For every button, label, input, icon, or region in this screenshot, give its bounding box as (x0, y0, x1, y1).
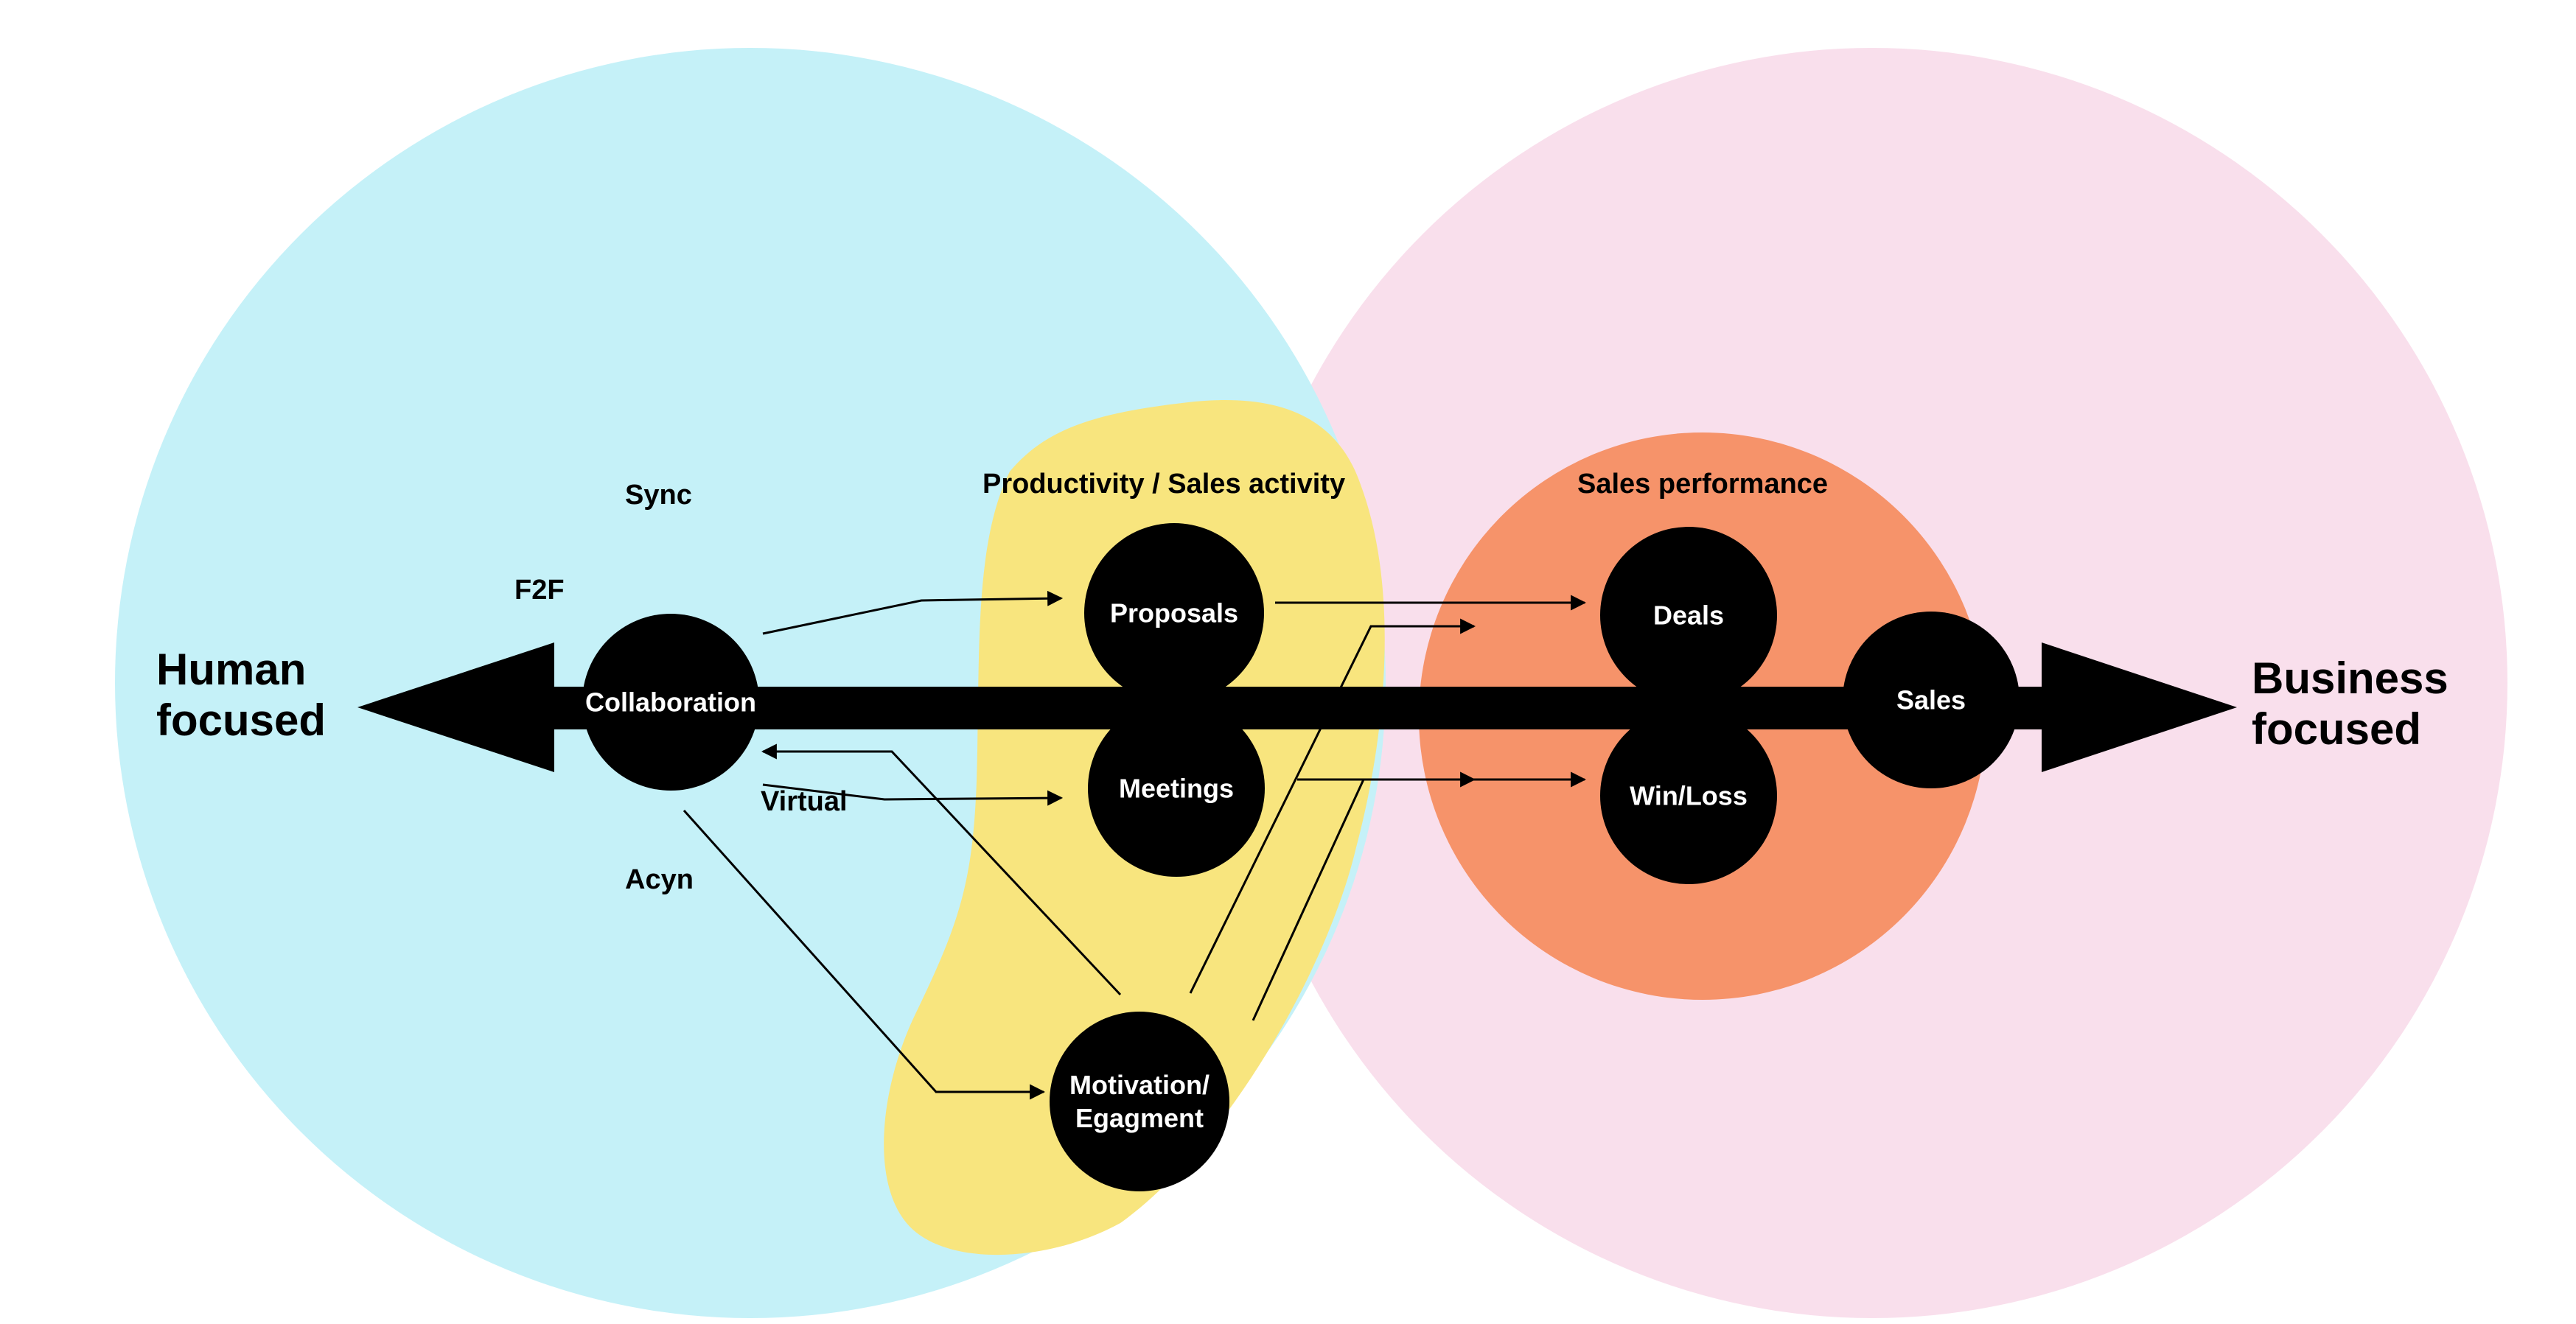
meetings-node-label: Meetings (1118, 773, 1235, 804)
sales-performance-section-title: Sales performance (1577, 469, 1829, 500)
arrow-motivation-to-winloss (1252, 771, 1476, 1021)
proposals-node-label: Proposals (1109, 598, 1239, 628)
axis-arrow-right (2042, 642, 2237, 772)
axis-bar (545, 687, 2064, 729)
deals-node-label: Deals (1652, 600, 1725, 631)
collaboration-node-label: Collaboration (585, 687, 756, 718)
proposals-node[interactable] (1084, 523, 1264, 703)
collaboration-node[interactable] (582, 614, 759, 791)
arrow-collab-to-motivation (683, 809, 1046, 1100)
arrow-collab-to-proposals (762, 590, 1064, 635)
human-focused-label: Human focused (156, 645, 327, 745)
arrow-motivation-to-collab (761, 743, 1122, 996)
winloss-node[interactable] (1600, 707, 1777, 884)
virtual-label: Virtual (761, 786, 848, 817)
acyn-label: Acyn (625, 864, 694, 895)
productivity-section-title: Productivity / Sales activity (982, 469, 1346, 500)
motivation-node-label: Motivation/ Egagment (1069, 1070, 1210, 1133)
sales-node-label: Sales (1896, 684, 1966, 715)
business-focused-label: Business focused (2252, 654, 2448, 754)
deals-node[interactable] (1600, 527, 1777, 704)
arrow-motivation-to-deals (1189, 618, 1476, 994)
meetings-node[interactable] (1088, 700, 1265, 877)
f2f-label: F2F (514, 575, 565, 606)
sync-label: Sync (625, 480, 692, 511)
sales-node[interactable] (1843, 612, 2020, 788)
axis-arrow-left (357, 642, 554, 772)
arrow-virtual-to-meetings (762, 783, 1064, 806)
winloss-node-label: Win/Loss (1630, 780, 1748, 811)
motivation-node[interactable] (1050, 1012, 1229, 1191)
